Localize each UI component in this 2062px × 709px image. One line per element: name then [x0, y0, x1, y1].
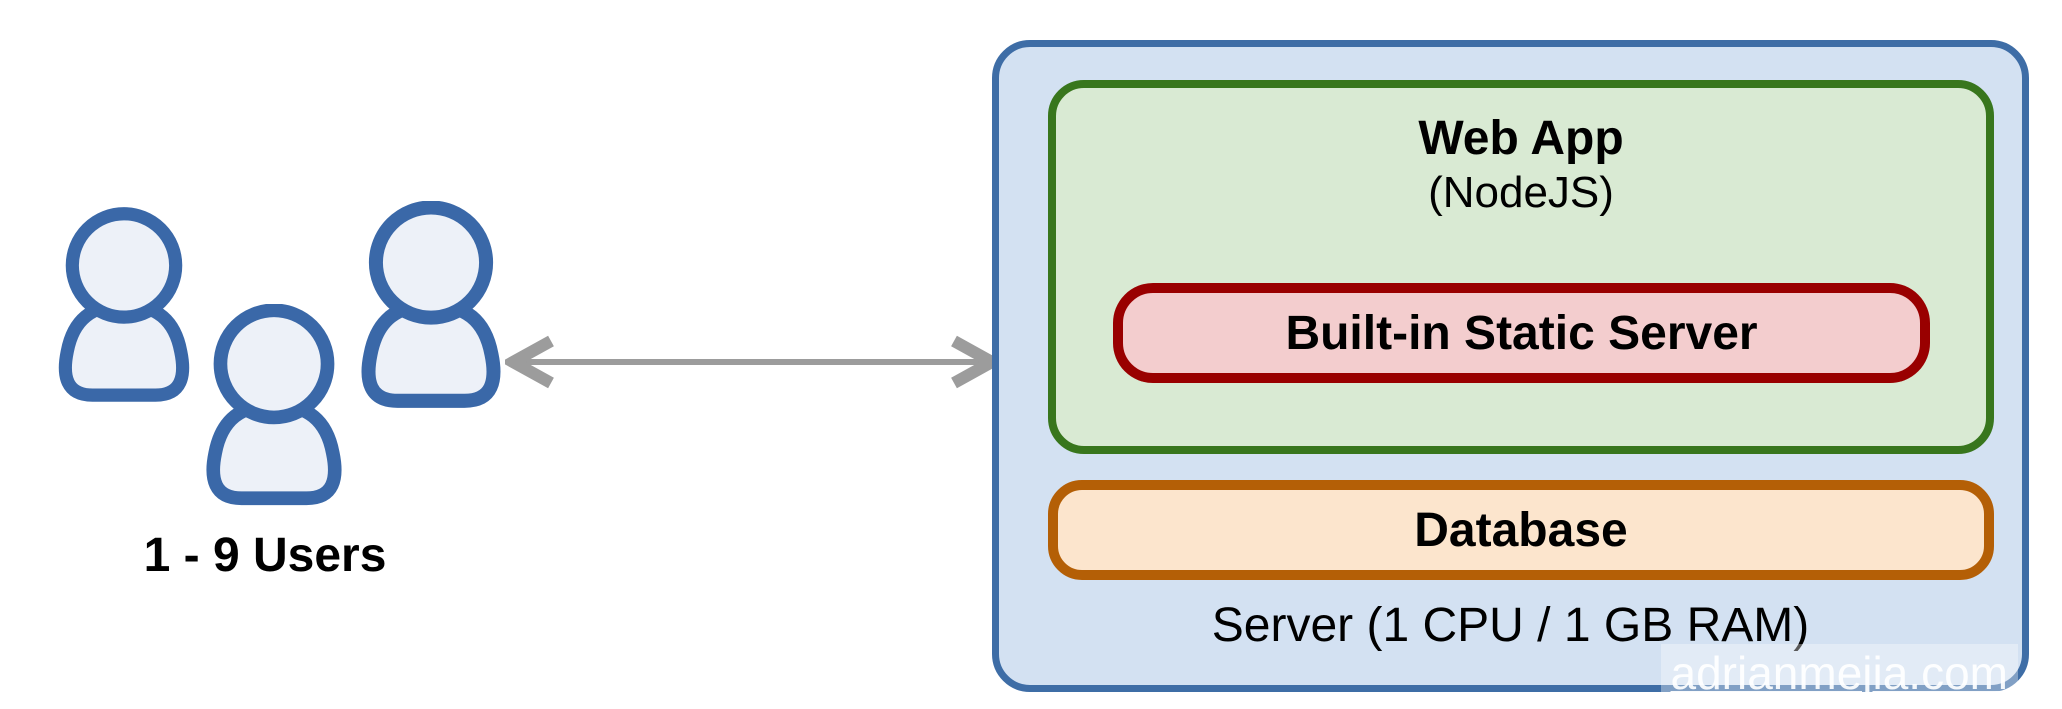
users-count-label: 1 - 9 Users — [143, 529, 387, 582]
web-app-subtitle: (NodeJS) — [1428, 168, 1614, 217]
bidirectional-arrow-icon — [505, 335, 1000, 389]
user-icon — [58, 207, 190, 402]
user-icon — [361, 201, 501, 408]
web-app-box — [1048, 80, 1994, 454]
watermark-text: adrianmejia.com — [1660, 644, 2018, 704]
static-server-label: Built-in Static Server — [1285, 306, 1758, 360]
static-server-box: Built-in Static Server — [1113, 283, 1930, 383]
server-caption: Server (1 CPU / 1 GB RAM) — [1211, 599, 1810, 652]
database-box: Database — [1048, 480, 1994, 580]
user-icon — [206, 304, 342, 506]
web-app-title: Web App — [1418, 112, 1624, 165]
database-label: Database — [1414, 503, 1628, 557]
